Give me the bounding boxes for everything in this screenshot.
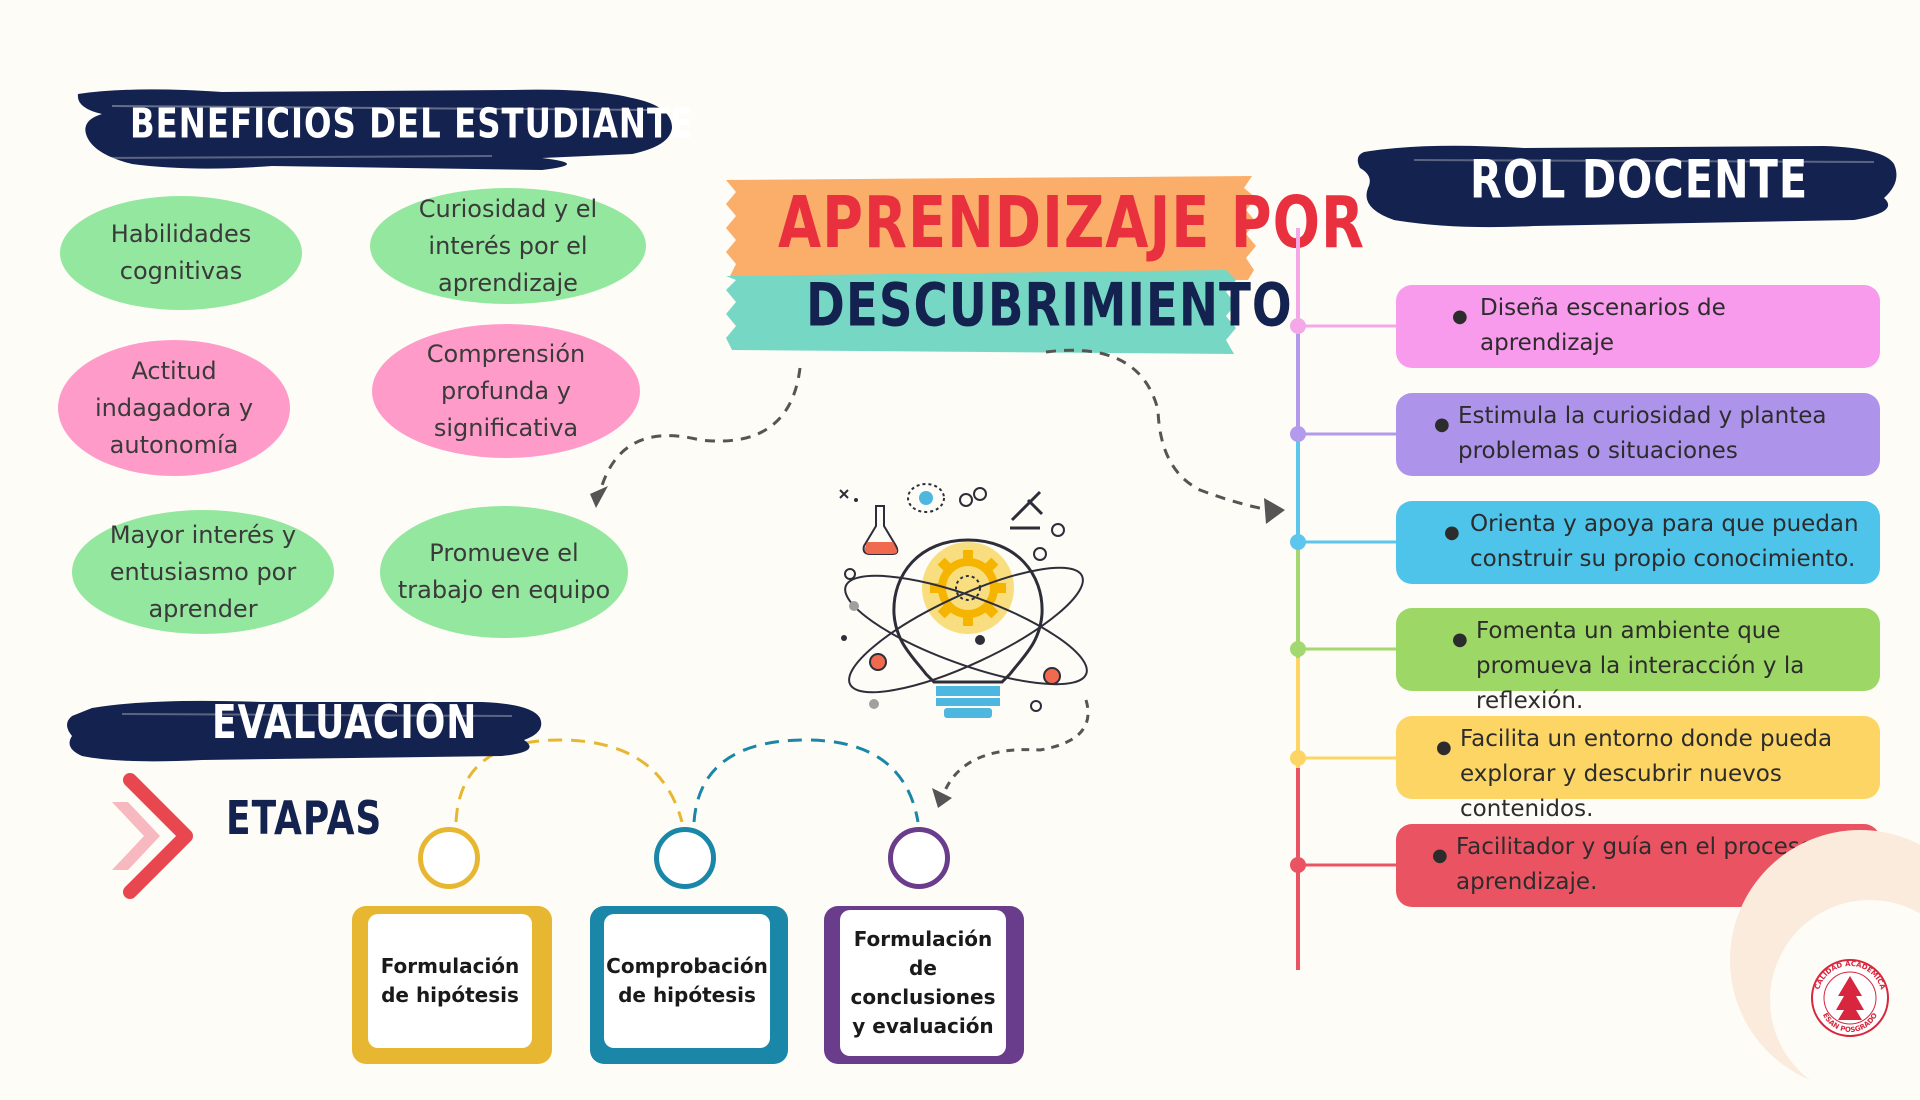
stage-3-card: Formulación de conclusiones y evaluación	[824, 906, 1024, 1064]
rol-item-2: ● Estimula la curiosidad y plantea probl…	[1396, 393, 1880, 476]
stage-1-label: Formulación de hipótesis	[368, 914, 532, 1048]
benefit-oval-3: Actitud indagadora y autonomía	[58, 340, 290, 476]
stage-1-card: Formulación de hipótesis	[352, 906, 552, 1064]
beneficios-heading: BENEFICIOS DEL ESTUDIANTE	[130, 100, 694, 149]
rol-item-5: ● Facilita un entorno donde pueda explor…	[1396, 716, 1880, 822]
bullet-icon: ●	[1444, 522, 1460, 543]
rol-docente-timeline	[1290, 228, 1398, 970]
stage-2-circle	[654, 827, 716, 889]
evaluacion-banner-brush	[67, 700, 542, 762]
lightbulb-science-icon	[839, 483, 1088, 718]
benefit-oval-1: Habilidades cognitivas	[60, 196, 302, 310]
rol-item-4: ● Fomenta un ambiente que promueva la in…	[1396, 608, 1880, 714]
evaluacion-heading: EVALUACIÓN	[212, 696, 478, 750]
bullet-icon: ●	[1436, 737, 1452, 758]
rol-item-1: ● Diseña escenarios de aprendizaje	[1396, 285, 1880, 368]
stage-1-circle	[418, 827, 480, 889]
beneficios-banner-brush	[77, 89, 672, 170]
title-line-2: DESCUBRIMIENTO	[806, 271, 1293, 341]
rol-docente-heading: ROL DOCENTE	[1470, 147, 1809, 211]
rol-item-3: ● Orienta y apoya para que puedan constr…	[1396, 501, 1880, 584]
etapas-heading: ETAPAS	[226, 792, 383, 846]
title-orange-band	[726, 176, 1256, 280]
chevron-right-icon	[112, 773, 193, 899]
stage-2-card: Comprobación de hipótesis	[590, 906, 788, 1064]
bullet-icon: ●	[1434, 414, 1450, 435]
benefit-oval-4: Comprensión profunda y significativa	[372, 324, 640, 458]
stage-3-label: Formulación de conclusiones y evaluación	[840, 910, 1006, 1056]
benefit-oval-2: Curiosidad y el interés por el aprendiza…	[370, 188, 646, 304]
title-teal-band	[726, 270, 1236, 354]
bullet-icon: ●	[1452, 306, 1468, 327]
esan-calidad-logo: CALIDAD ACADÉMICA ESAN POSGRADO	[1811, 959, 1889, 1037]
rol-docente-banner-brush	[1357, 145, 1897, 228]
bullet-icon: ●	[1452, 629, 1468, 650]
bullet-icon: ●	[1432, 845, 1448, 866]
stage-3-circle	[888, 827, 950, 889]
benefit-oval-5: Mayor interés y entusiasmo por aprender	[72, 510, 334, 634]
title-line-1: APRENDIZAJE POR	[778, 180, 1365, 265]
benefit-oval-6: Promueve el trabajo en equipo	[380, 506, 628, 638]
rol-item-6: ● Facilitador y guía en el proceso de ap…	[1396, 824, 1880, 907]
stage-2-label: Comprobación de hipótesis	[604, 914, 770, 1048]
